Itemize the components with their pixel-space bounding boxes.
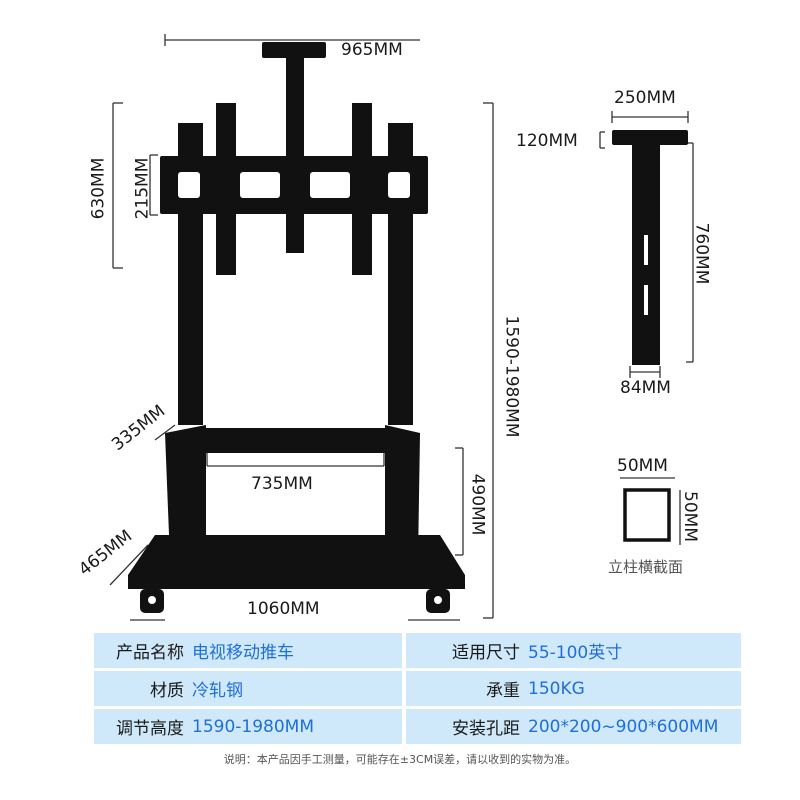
- spec-row: 材质 冷轧钢 承重 150KG: [94, 671, 741, 706]
- spec-table: 产品名称 电视移动推车 适用尺寸 55-100英寸 材质 冷轧钢 承重 150K…: [94, 633, 741, 747]
- dim-pole-top-width: 250MM: [614, 88, 676, 108]
- spec-label: 适用尺寸: [452, 643, 520, 663]
- spec-row: 产品名称 电视移动推车 适用尺寸 55-100英寸: [94, 633, 741, 668]
- dim-bracket-inner-height: 215MM: [132, 157, 153, 220]
- tv-cart: [128, 42, 688, 613]
- spec-label: 产品名称: [116, 643, 184, 663]
- spec-row: 调节高度 1590-1980MM 安装孔距 200*200~900*600MM: [94, 709, 741, 744]
- spec-value: 150KG: [528, 678, 585, 699]
- dim-base-width: 1060MM: [247, 599, 320, 619]
- dimension-lines: [109, 34, 694, 621]
- dim-bracket-height: 630MM: [88, 157, 109, 220]
- spec-label: 调节高度: [116, 719, 184, 739]
- dim-overall-width: 965MM: [341, 40, 403, 60]
- spec-value: 冷轧钢: [192, 681, 243, 701]
- mount-slots: [148, 172, 648, 604]
- disclaimer-note: 说明：本产品因手工测量，可能存在±3CM误差，请以收到的实物为准。: [223, 753, 577, 766]
- dim-section-height: 50MM: [679, 491, 700, 542]
- dim-total-height: 1590-1980MM: [501, 315, 522, 438]
- spec-value: 200*200~900*600MM: [528, 716, 719, 737]
- spec-label: 安装孔距: [452, 719, 520, 739]
- spec-value: 电视移动推车: [192, 643, 294, 663]
- dim-pole-top-height: 120MM: [516, 131, 578, 151]
- dim-shelf-height: 490MM: [467, 473, 488, 536]
- pole-cross-section: [623, 488, 671, 542]
- dim-shelf-width: 735MM: [251, 474, 313, 494]
- dim-pole-length: 760MM: [691, 222, 712, 285]
- spec-value: 55-100英寸: [528, 643, 623, 663]
- spec-cell: 承重 150KG: [406, 671, 741, 706]
- spec-cell: 产品名称 电视移动推车: [94, 633, 402, 668]
- spec-cell: 调节高度 1590-1980MM: [94, 709, 402, 744]
- dim-pole-width: 84MM: [620, 378, 671, 398]
- spec-label: 材质: [150, 681, 184, 701]
- spec-cell: 材质 冷轧钢: [94, 671, 402, 706]
- spec-cell: 安装孔距 200*200~900*600MM: [406, 709, 741, 744]
- spec-label: 承重: [486, 681, 520, 701]
- dim-section-width: 50MM: [617, 456, 668, 476]
- spec-value: 1590-1980MM: [192, 716, 314, 737]
- spec-cell: 适用尺寸 55-100英寸: [406, 633, 741, 668]
- section-caption: 立柱横截面: [608, 558, 684, 576]
